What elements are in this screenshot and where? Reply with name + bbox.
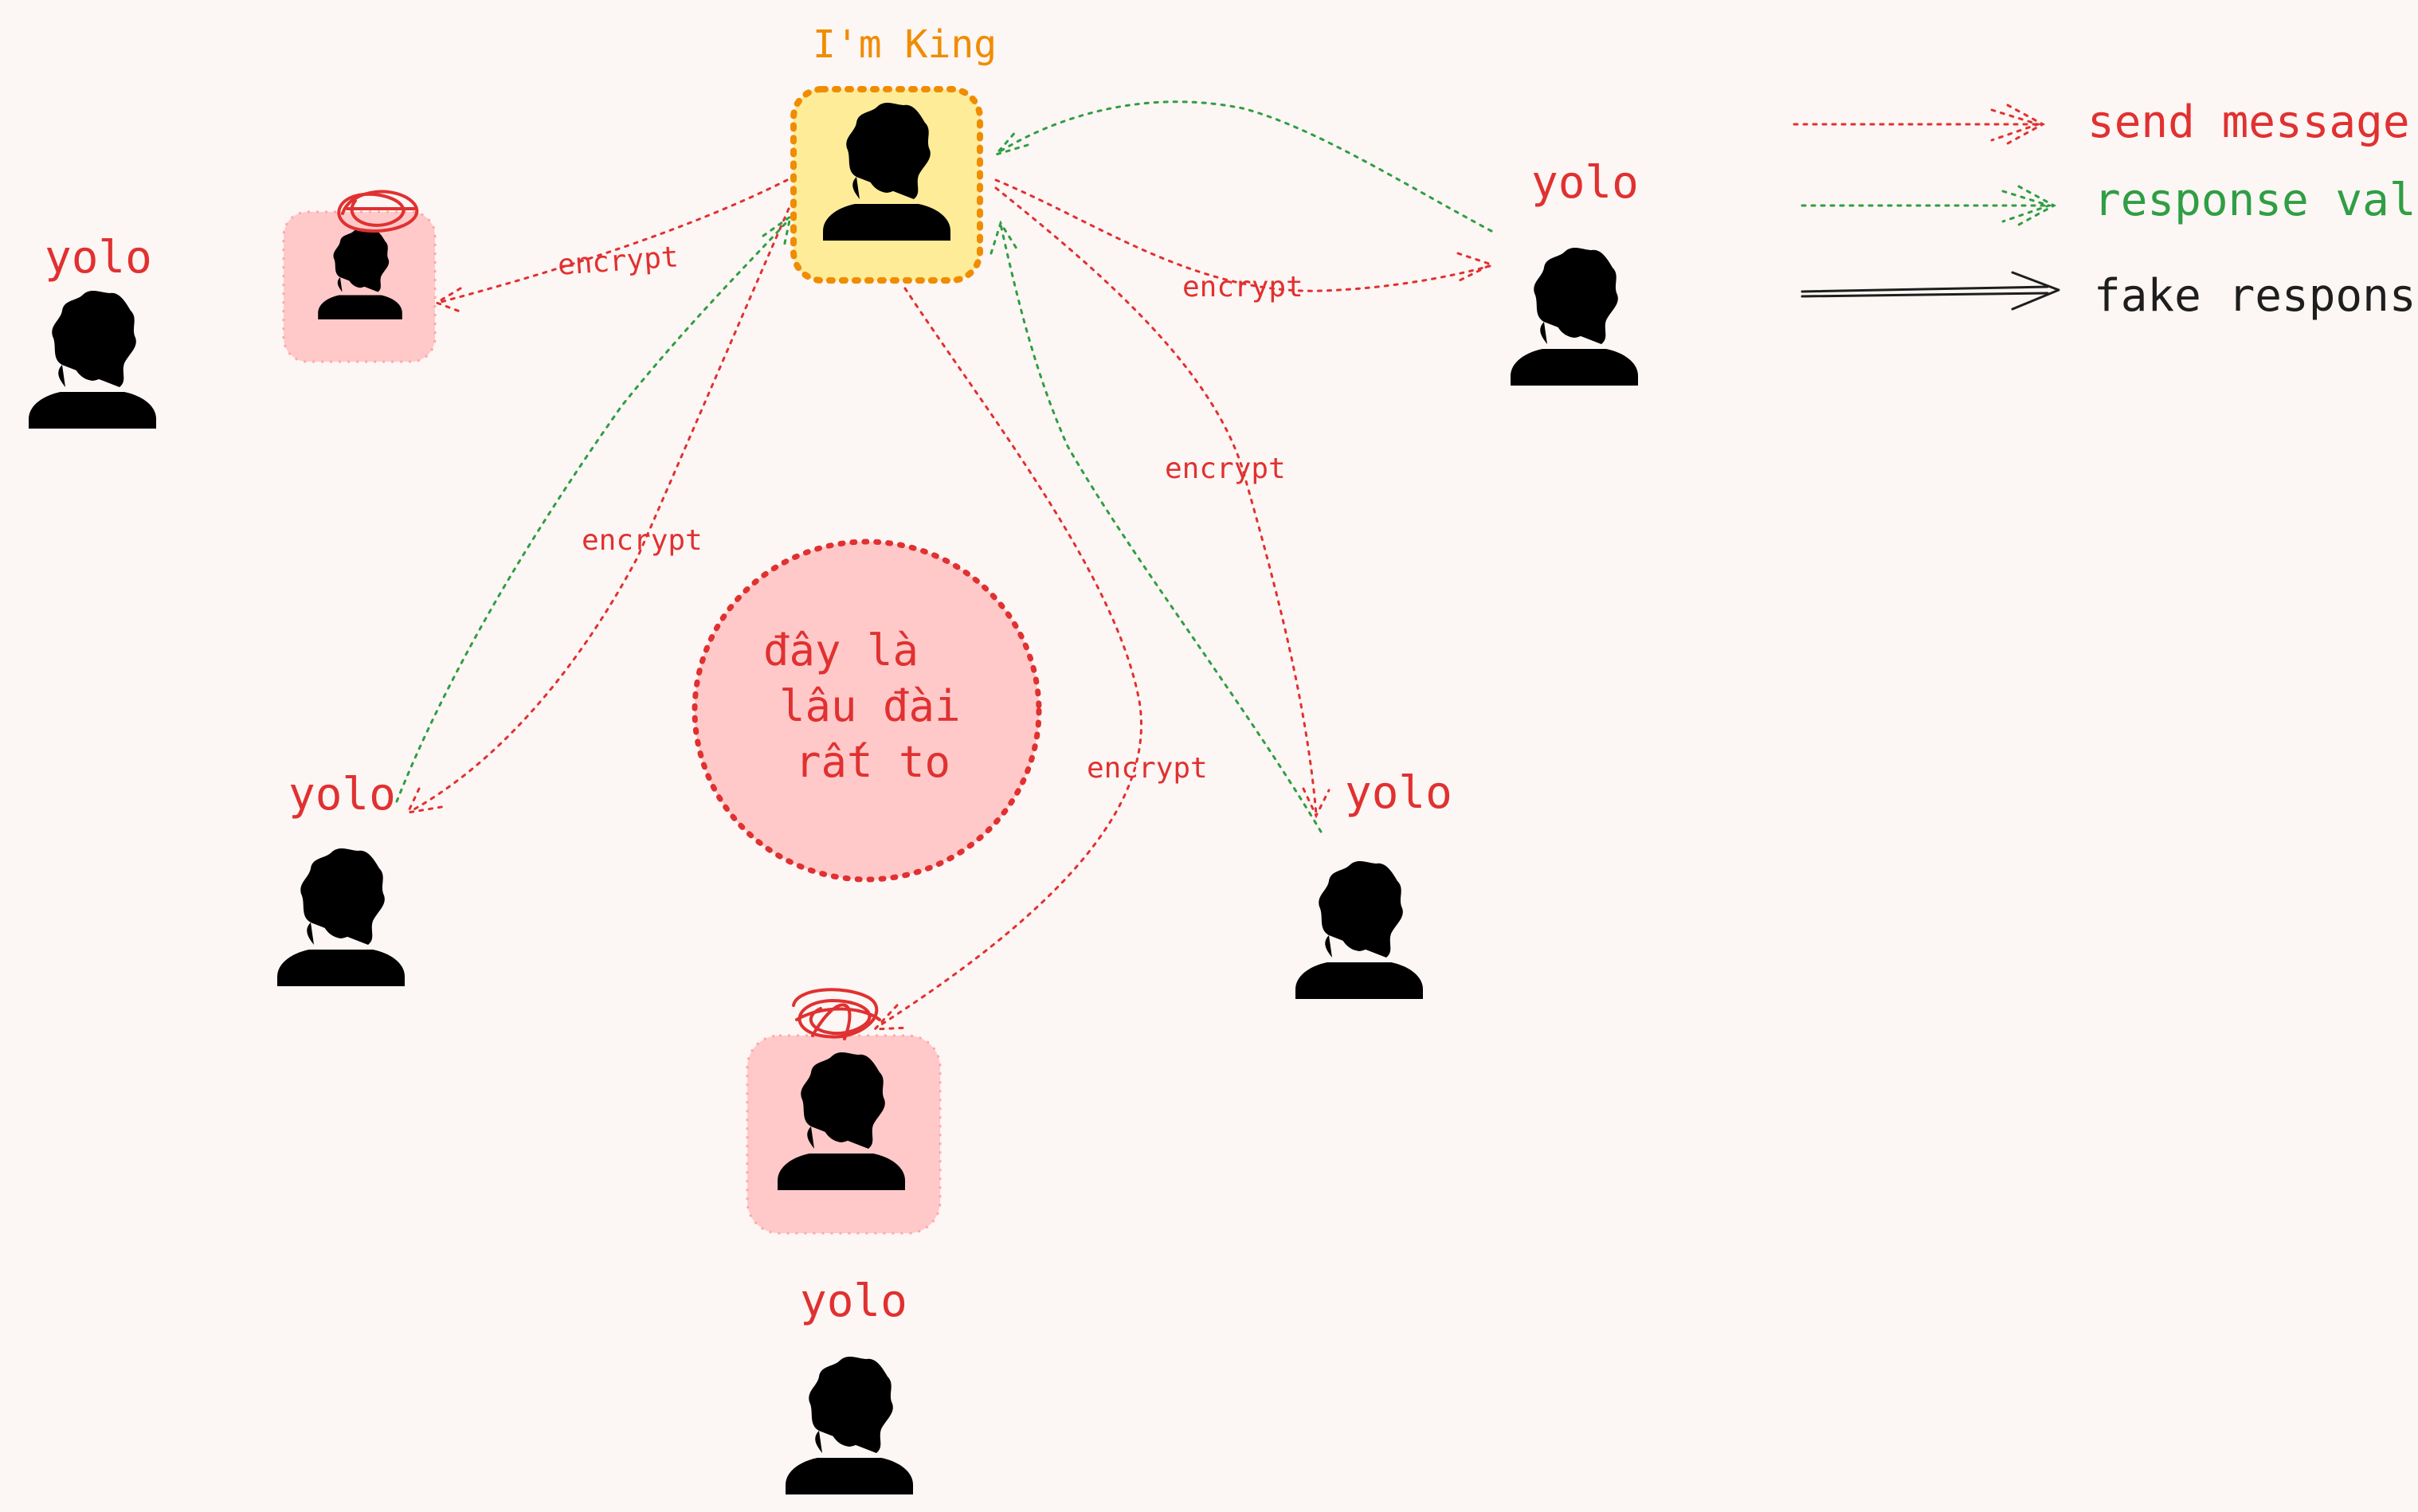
node-label: yolo bbox=[1345, 767, 1452, 819]
arrow-head bbox=[1302, 787, 1330, 819]
send-arrow-top-left bbox=[437, 178, 789, 304]
edge-label-top-left: encrypt bbox=[557, 241, 680, 281]
arrow-head bbox=[1990, 104, 2046, 145]
valid-arrow-right-lower bbox=[999, 223, 1323, 833]
arrows bbox=[395, 100, 2060, 1031]
node-top-left: yolo bbox=[29, 232, 156, 429]
legend: send message response valid fake respons… bbox=[2087, 96, 2418, 322]
node-left-lower: yolo bbox=[277, 769, 405, 986]
node-right: yolo bbox=[1511, 157, 1639, 386]
arrow-head bbox=[433, 287, 464, 314]
send-arrow-bottom bbox=[875, 287, 1142, 1029]
legend-send-label: send message bbox=[2087, 96, 2410, 148]
scribble-mark bbox=[792, 988, 881, 1040]
edge-label-bottom: encrypt bbox=[1087, 752, 1208, 785]
node-label: yolo bbox=[288, 769, 396, 821]
valid-arrow-left-lower bbox=[395, 218, 790, 803]
node-label: yolo bbox=[800, 1275, 907, 1327]
person-icon bbox=[1511, 247, 1638, 386]
node-bottom: yolo bbox=[786, 1275, 913, 1494]
node-label: yolo bbox=[45, 232, 152, 284]
arrow-head bbox=[872, 1004, 910, 1031]
person-icon bbox=[1295, 860, 1423, 999]
king-label: I'm King bbox=[813, 22, 997, 67]
scribble-mark bbox=[337, 190, 418, 233]
castle-text-line3: rất to bbox=[795, 737, 950, 787]
edge-labels: encrypt encrypt encrypt encrypt encrypt bbox=[557, 241, 1303, 785]
person-icon bbox=[29, 290, 156, 429]
edge-label-right-lower: encrypt bbox=[1165, 452, 1286, 485]
send-arrow-right bbox=[994, 178, 1491, 292]
send-arrow-right-lower bbox=[994, 186, 1318, 816]
arrow-head bbox=[2011, 271, 2060, 311]
victim-node-top-left bbox=[282, 190, 437, 363]
arrow-head bbox=[992, 129, 1029, 157]
arrow-head bbox=[406, 787, 448, 814]
edge-label-right: encrypt bbox=[1182, 271, 1303, 304]
arrow-head bbox=[762, 213, 793, 249]
valid-arrow-right bbox=[996, 100, 1493, 233]
castle-circle: đây là lâu đài rất to bbox=[692, 539, 1042, 883]
legend-valid-label: response valid bbox=[2094, 174, 2418, 226]
node-right-lower: yolo bbox=[1295, 767, 1452, 999]
edge-label-left-lower: encrypt bbox=[582, 524, 703, 557]
person-icon bbox=[277, 848, 405, 986]
person-icon bbox=[786, 1356, 913, 1494]
victim-node-bottom bbox=[746, 988, 942, 1235]
castle-text-line1: đây là bbox=[763, 625, 919, 676]
legend-arrow-fake bbox=[1801, 285, 2049, 298]
arrow-head bbox=[2001, 185, 2057, 226]
node-label: yolo bbox=[1531, 157, 1639, 209]
arrow-head bbox=[990, 220, 1018, 255]
legend-fake-label: fake response bbox=[2094, 270, 2418, 322]
king-node: I'm King bbox=[790, 22, 997, 284]
castle-text-line2: lâu đài bbox=[779, 681, 961, 731]
arrow-head bbox=[1456, 252, 1495, 282]
